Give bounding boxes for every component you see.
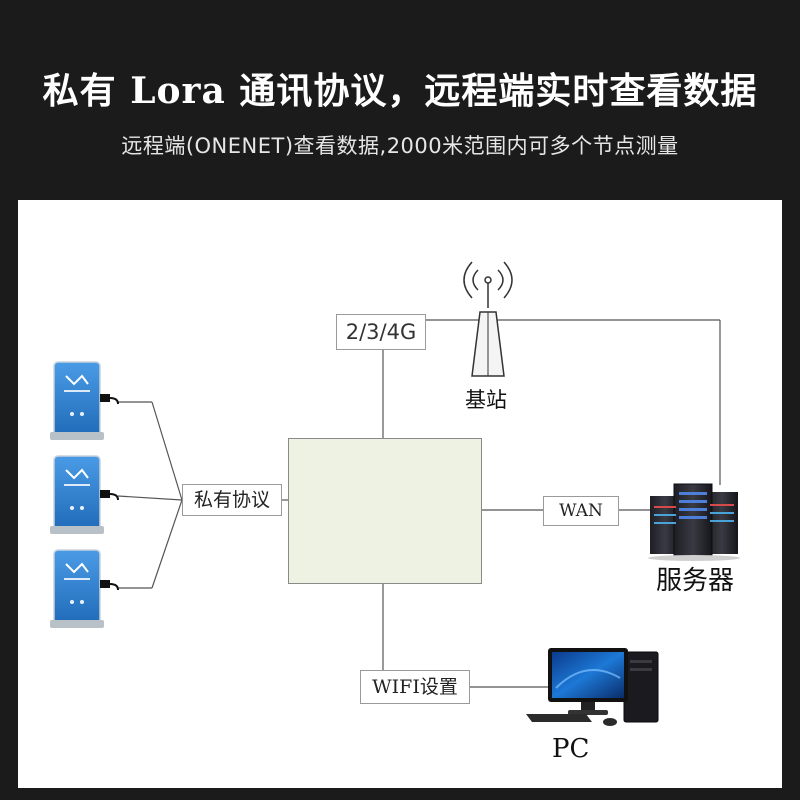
page-subtitle: 远程端(ONENET)查看数据,2000米范围内可多个节点测量 <box>121 134 679 158</box>
wifi-settings-label: WIFI设置 <box>360 670 470 704</box>
protocol-label: 私有协议 <box>182 484 282 516</box>
pc-label: PC <box>552 734 590 764</box>
sensor-node-1-icon <box>50 361 119 440</box>
server-label: 服务器 <box>656 566 735 596</box>
line-sensor-1-diag <box>151 401 183 501</box>
diagram-canvas <box>50 261 740 726</box>
pc-icon <box>526 648 659 726</box>
line-sensor-3-diag <box>151 499 183 589</box>
line-sensor-2 <box>117 495 183 501</box>
gateway-box <box>288 438 482 584</box>
server-icon <box>648 483 740 561</box>
sensor-node-3-icon <box>50 549 119 628</box>
network-label: 2/3/4G <box>336 314 426 350</box>
wan-label: WAN <box>543 496 619 526</box>
base-station-icon <box>463 261 513 377</box>
page-title: 私有 Lora 通讯协议，远程端实时查看数据 <box>42 70 758 112</box>
diagram-panel: 私有协议 2/3/4G WAN WIFI设置 基站 服务器 PC <box>18 200 782 788</box>
sensor-node-2-icon <box>50 455 119 534</box>
base-station-label: 基站 <box>465 388 507 412</box>
